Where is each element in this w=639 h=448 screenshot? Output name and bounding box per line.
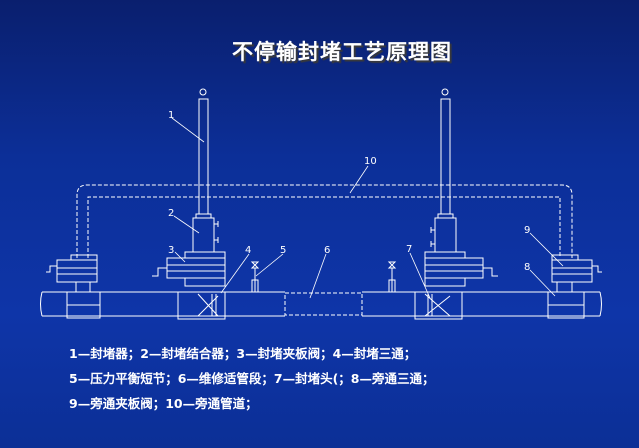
left-bypass-tee	[66, 281, 101, 319]
left-bypass-valve	[46, 254, 98, 283]
pressure-balance-nipple-right	[387, 261, 397, 293]
label-10: 10	[364, 156, 377, 167]
label-8: 8	[524, 262, 530, 273]
label-3: 3	[168, 245, 174, 256]
label-4: 4	[245, 245, 251, 256]
part-labels: 1 2 3 4 5 6 7 8 9 10	[168, 110, 530, 273]
right-plugger	[414, 88, 498, 320]
right-bypass-tee	[547, 281, 585, 319]
bypass-pipe	[76, 184, 573, 258]
repair-pipe-section	[284, 292, 363, 316]
left-plugger	[152, 88, 226, 320]
leader-lines	[171, 117, 564, 299]
label-1: 1	[168, 110, 174, 121]
right-bypass-valve	[551, 254, 602, 283]
legend-line-1: 1—封堵器；2—封堵结合器；3—封堵夹板阀；4—封堵三通；	[69, 346, 417, 361]
label-2: 2	[168, 208, 174, 219]
pressure-balance-nipple-left	[250, 261, 260, 293]
main-pipe	[40, 291, 602, 317]
slide-title: 不停输封堵工艺原理图	[232, 39, 452, 64]
label-5: 5	[280, 245, 286, 256]
label-6: 6	[324, 245, 330, 256]
legend-line-2: 5—压力平衡短节；6—维修适管段；7—封堵头(；8—旁通三通；	[69, 371, 435, 386]
label-9: 9	[524, 225, 530, 236]
legend-line-3: 9—旁通夹板阀；10—旁通管道；	[69, 396, 258, 411]
label-7: 7	[406, 244, 412, 255]
